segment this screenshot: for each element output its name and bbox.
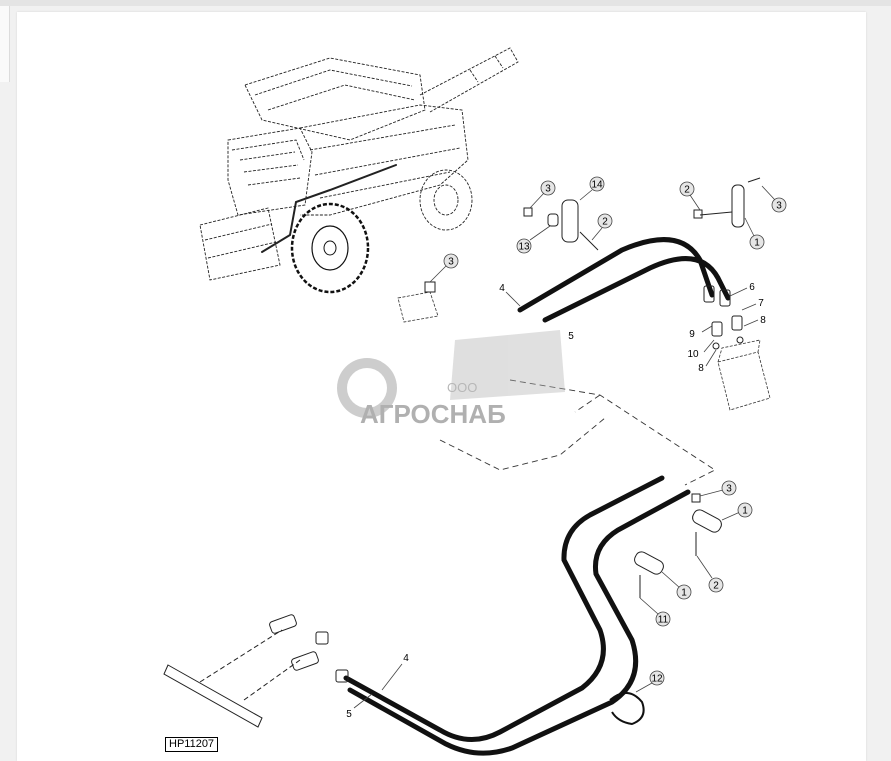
svg-text:14: 14 bbox=[591, 180, 603, 191]
svg-text:8: 8 bbox=[698, 363, 704, 374]
callout-12: 12 bbox=[635, 670, 665, 693]
svg-text:3: 3 bbox=[776, 201, 782, 212]
callout-3-upper-nut: 3 bbox=[761, 185, 787, 213]
callout-5-lower-hose: 5 bbox=[346, 693, 373, 720]
callout-3-lower-nut: 3 bbox=[699, 480, 737, 497]
svg-text:5: 5 bbox=[568, 331, 574, 342]
callout-1-upper-clamp: 1 bbox=[744, 217, 765, 250]
callout-4-upper-hose: 4 bbox=[499, 283, 521, 307]
hose-strap bbox=[609, 692, 645, 726]
svg-text:4: 4 bbox=[499, 283, 505, 294]
svg-text:3: 3 bbox=[448, 257, 454, 268]
callout-8-right: 8 bbox=[743, 315, 766, 327]
valve-block bbox=[717, 339, 771, 411]
svg-text:3: 3 bbox=[545, 184, 551, 195]
parts-diagram-sheet: ООО АГРОСНАБ 1 2 3 3 14 2 13 3 4 5 6 7 8… bbox=[17, 12, 866, 761]
svg-text:3: 3 bbox=[726, 484, 732, 495]
combine-front-wheel bbox=[290, 202, 370, 294]
svg-text:1: 1 bbox=[754, 238, 760, 249]
callout-3-middle-nut: 3 bbox=[529, 180, 556, 209]
side-panel-edge bbox=[0, 6, 10, 82]
combine-hose-route bbox=[261, 164, 397, 253]
callout-6: 6 bbox=[729, 282, 755, 297]
lower-hose-pair bbox=[343, 475, 691, 756]
callouts: 1 2 3 3 14 2 13 3 4 5 6 7 8 9 10 8 3 1 1… bbox=[346, 176, 787, 720]
callout-7: 7 bbox=[741, 298, 764, 311]
figure-code-label: HP11207 bbox=[165, 737, 219, 752]
svg-text:9: 9 bbox=[689, 329, 695, 340]
callout-1-lower-right: 1 bbox=[721, 502, 753, 521]
dashed-hose-routing bbox=[439, 379, 716, 486]
callout-2-lower-bolt: 2 bbox=[696, 555, 724, 593]
callout-1-lower-left: 1 bbox=[661, 571, 692, 600]
lower-clamps bbox=[634, 493, 722, 598]
svg-text:1: 1 bbox=[742, 506, 748, 517]
watermark-prefix: ООО bbox=[447, 380, 477, 395]
callout-11: 11 bbox=[639, 597, 671, 627]
svg-text:7: 7 bbox=[758, 298, 764, 309]
browser-top-bar bbox=[0, 0, 891, 6]
upper-hose-pair bbox=[517, 237, 731, 323]
callout-2-upper-bolt: 2 bbox=[679, 181, 701, 211]
svg-text:12: 12 bbox=[651, 674, 663, 685]
callout-3-left-nut: 3 bbox=[429, 253, 459, 283]
callout-10: 10 bbox=[687, 339, 715, 360]
watermark-name: АГРОСНАБ bbox=[360, 399, 506, 429]
svg-text:2: 2 bbox=[602, 217, 608, 228]
parts-diagram: ООО АГРОСНАБ 1 2 3 3 14 2 13 3 4 5 6 7 8… bbox=[163, 47, 787, 756]
callout-8-lower: 8 bbox=[698, 349, 717, 374]
callout-5-upper-hose: 5 bbox=[568, 331, 574, 342]
svg-text:2: 2 bbox=[684, 185, 690, 196]
callout-4-lower-hose: 4 bbox=[381, 653, 409, 691]
upper-middle-clamp bbox=[523, 199, 599, 251]
callout-13: 13 bbox=[516, 225, 551, 254]
callout-2-middle-bolt: 2 bbox=[591, 213, 613, 241]
callout-14: 14 bbox=[579, 176, 605, 201]
svg-text:1: 1 bbox=[681, 588, 687, 599]
upper-right-clamp bbox=[693, 177, 761, 228]
svg-text:4: 4 bbox=[403, 653, 409, 664]
upper-left-nut bbox=[424, 281, 436, 293]
svg-text:11: 11 bbox=[658, 615, 669, 626]
upper-left-block bbox=[397, 291, 439, 323]
svg-text:10: 10 bbox=[687, 349, 699, 360]
callout-9: 9 bbox=[689, 325, 713, 340]
svg-text:5: 5 bbox=[346, 709, 352, 720]
combine-harvester-illustration bbox=[199, 47, 519, 281]
svg-text:13: 13 bbox=[518, 242, 530, 253]
hydraulic-cylinder bbox=[163, 629, 301, 728]
lower-left-fittings bbox=[269, 614, 349, 683]
svg-text:8: 8 bbox=[760, 315, 766, 326]
svg-text:6: 6 bbox=[749, 282, 755, 293]
agrosnab-watermark: ООО АГРОСНАБ bbox=[337, 330, 565, 429]
upper-fittings bbox=[703, 285, 744, 350]
svg-text:2: 2 bbox=[713, 581, 719, 592]
